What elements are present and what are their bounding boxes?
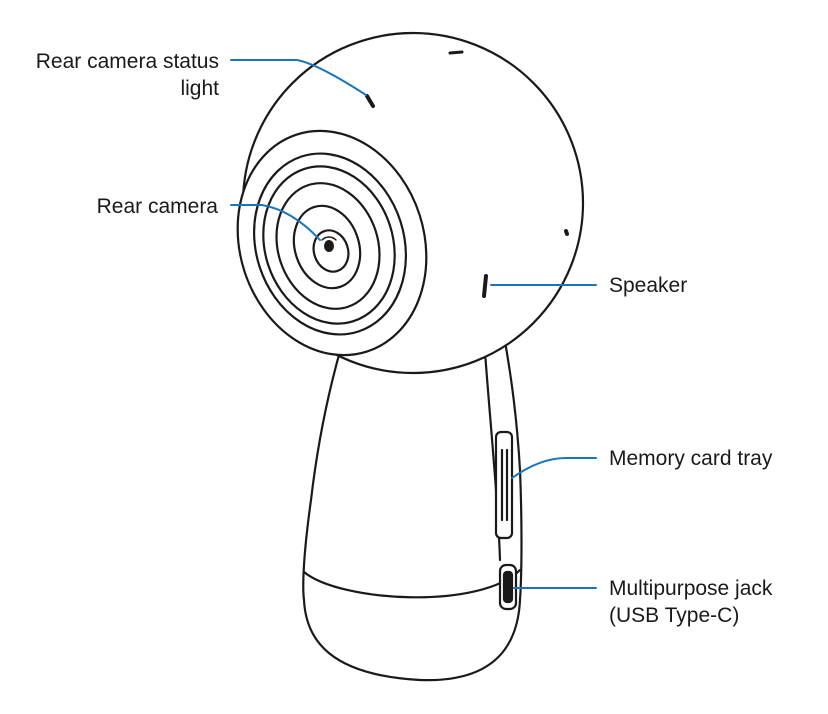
- lens-ring-5: [292, 204, 362, 290]
- label-rear-camera-status-light: Rear camera status light: [0, 48, 219, 102]
- right-dot: [564, 229, 569, 236]
- lens-ring-2: [252, 152, 408, 336]
- label-memory-card-tray: Memory card tray: [609, 447, 773, 470]
- memory-card-tray-shape: [494, 430, 514, 540]
- camera-handle: [302, 316, 523, 682]
- label-status-line-1: Rear camera status: [35, 50, 219, 73]
- label-jack-line-2: (USB Type-C): [609, 604, 740, 627]
- label-jack-line-1: Multipurpose jack: [609, 577, 773, 600]
- label-speaker: Speaker: [609, 274, 688, 297]
- leader-rear-camera: [230, 204, 321, 241]
- speaker-shape: [482, 274, 488, 298]
- lens-ring-3: [262, 165, 396, 325]
- top-mic-slot: [448, 50, 464, 55]
- label-rear-camera: Rear camera: [96, 195, 218, 218]
- lens-core: [312, 229, 350, 273]
- label-multipurpose-jack: Multipurpose jack (USB Type-C): [609, 575, 772, 629]
- lens-ring-4: [275, 182, 381, 310]
- leader-status-light: [230, 59, 367, 96]
- status-light-shape: [365, 94, 375, 108]
- label-status-line-2: light: [180, 77, 219, 100]
- multipurpose-jack-shape: [498, 563, 518, 611]
- leader-memory-card: [511, 457, 597, 479]
- lens-highlight: [321, 236, 337, 241]
- lens-center: [324, 240, 334, 252]
